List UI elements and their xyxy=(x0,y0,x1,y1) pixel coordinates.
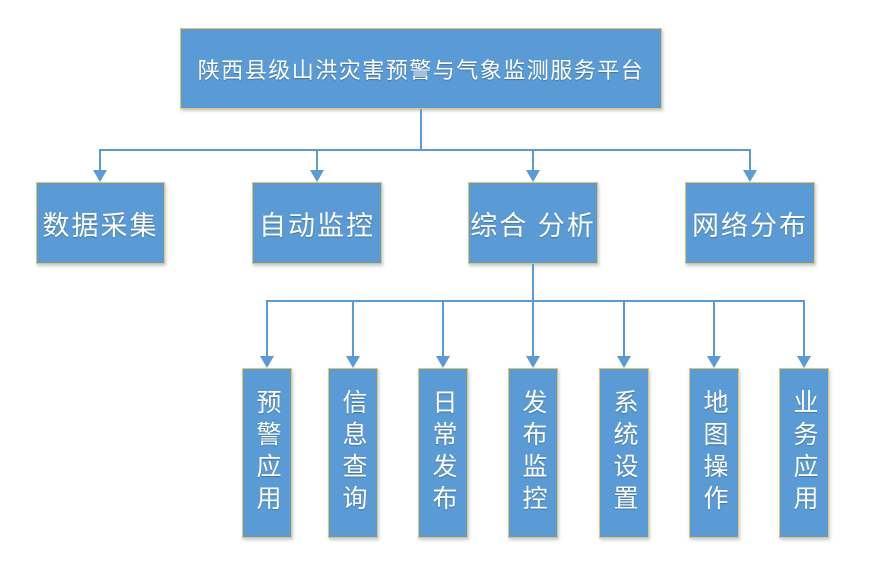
node-comprehensive-analysis: 综合 分析 xyxy=(468,182,598,264)
node-map-operation-label: 地图操作 xyxy=(700,389,728,517)
node-warning-application: 预警应用 xyxy=(242,368,292,538)
node-auto-monitoring: 自动监控 xyxy=(252,182,382,264)
root-platform-label: 陕西县级山洪灾害预警与气象监测服务平台 xyxy=(197,57,645,83)
node-daily-release-label: 日常发布 xyxy=(429,389,457,517)
arrowhead-down-icon xyxy=(617,356,631,368)
root-platform-node: 陕西县级山洪灾害预警与气象监测服务平台 xyxy=(180,28,662,109)
connector-level3-bar xyxy=(266,300,805,302)
arrowhead-down-icon xyxy=(346,356,360,368)
arrowhead-down-icon xyxy=(436,356,450,368)
node-release-monitoring-label: 发布监控 xyxy=(519,389,547,517)
node-warning-application-label: 预警应用 xyxy=(253,389,281,517)
connector-drop-data-collection xyxy=(99,150,101,170)
connector-level2-bar xyxy=(99,149,751,151)
connector-drop-system-settings xyxy=(623,301,625,356)
node-business-application-label: 业务应用 xyxy=(790,389,818,517)
node-data-collection-label: 数据采集 xyxy=(42,210,159,241)
connector-drop-business-application xyxy=(803,301,805,356)
node-comprehensive-analysis-label: 综合 分析 xyxy=(470,210,596,241)
arrowhead-down-icon xyxy=(93,170,107,182)
arrowhead-down-icon xyxy=(797,356,811,368)
connector-drop-release-monitoring xyxy=(532,301,534,356)
node-network-distribution: 网络分布 xyxy=(685,182,815,264)
arrowhead-down-icon xyxy=(526,356,540,368)
connector-drop-daily-release xyxy=(442,301,444,356)
connector-drop-info-query xyxy=(352,301,354,356)
node-system-settings-label: 系统设置 xyxy=(610,389,638,517)
connector-drop-warning-application xyxy=(266,301,268,356)
node-data-collection: 数据采集 xyxy=(36,182,165,264)
node-network-distribution-label: 网络分布 xyxy=(692,210,808,241)
node-auto-monitoring-label: 自动监控 xyxy=(259,210,375,241)
arrowhead-down-icon xyxy=(707,356,721,368)
node-map-operation: 地图操作 xyxy=(689,368,739,538)
node-info-query-label: 信息查询 xyxy=(339,389,367,517)
node-daily-release: 日常发布 xyxy=(418,368,468,538)
arrowhead-down-icon xyxy=(526,170,540,182)
connector-drop-network-distribution xyxy=(749,150,751,170)
connector-drop-comprehensive-analysis xyxy=(532,150,534,170)
arrowhead-down-icon xyxy=(743,170,757,182)
node-system-settings: 系统设置 xyxy=(599,368,649,538)
arrowhead-down-icon xyxy=(310,170,324,182)
node-business-application: 业务应用 xyxy=(779,368,829,538)
node-release-monitoring: 发布监控 xyxy=(508,368,558,538)
connector-root-stem xyxy=(420,109,422,151)
connector-drop-map-operation xyxy=(713,301,715,356)
arrowhead-down-icon xyxy=(260,356,274,368)
connector-drop-auto-monitoring xyxy=(316,150,318,170)
node-info-query: 信息查询 xyxy=(328,368,378,538)
connector-analysis-stem xyxy=(532,264,534,302)
